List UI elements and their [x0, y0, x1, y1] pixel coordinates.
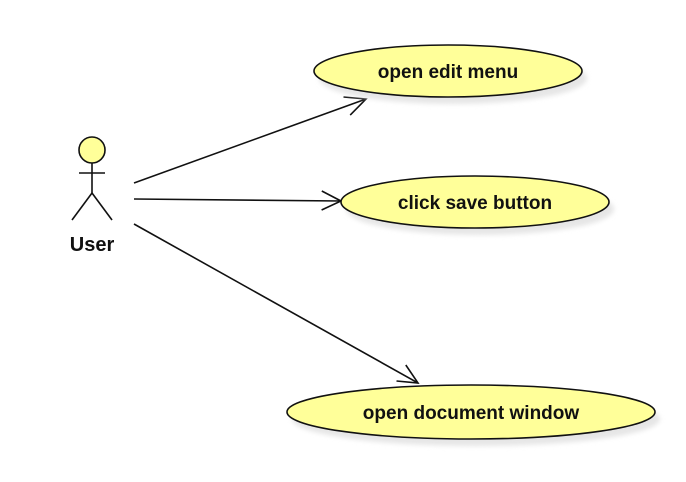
use-case-ellipse	[340, 175, 610, 229]
use-case-open-document-window: open document window	[286, 384, 660, 446]
association-line	[133, 198, 342, 202]
arrowhead	[343, 96, 368, 116]
use-case-label: open edit menu	[378, 62, 518, 83]
actor-left-leg	[71, 192, 93, 221]
use-case-ellipse	[313, 44, 583, 98]
association-user-click-save-button	[133, 190, 343, 211]
actor-user: User	[70, 136, 115, 256]
association-line	[133, 223, 419, 384]
use-case-label: open document window	[363, 403, 580, 424]
association-user-open-edit-menu	[133, 96, 368, 184]
actor-head	[78, 136, 106, 164]
use-case-open-edit-menu: open edit menu	[313, 44, 587, 104]
use-case-ellipse	[286, 384, 656, 440]
use-case-label: click save button	[398, 193, 552, 214]
actor-right-leg	[91, 192, 113, 221]
association-user-open-document-window	[133, 223, 420, 384]
use-case-click-save-button: click save button	[340, 175, 614, 235]
association-line	[133, 98, 367, 184]
actor-label: User	[70, 234, 115, 256]
arrowhead	[396, 364, 420, 384]
